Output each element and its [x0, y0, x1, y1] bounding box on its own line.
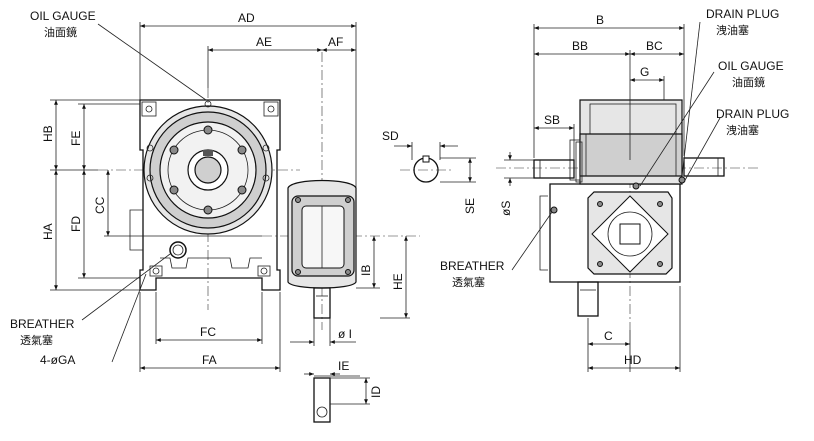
- dim-bc: BC: [646, 39, 663, 53]
- dim-fd: FD: [69, 216, 83, 232]
- dim-bb: BB: [572, 39, 588, 53]
- oil-gauge-right-label-cn: 油面鏡: [732, 75, 765, 89]
- dim-ib: IB: [359, 265, 373, 276]
- drain-plug-right-label: DRAIN PLUG: [716, 107, 789, 121]
- side-view: [496, 21, 760, 372]
- holes-label: 4-øGA: [40, 353, 75, 367]
- shaft-key-detail: SD SE: [382, 129, 477, 214]
- front-view: [50, 22, 420, 423]
- dim-af: AF: [328, 35, 343, 49]
- dim-ae: AE: [256, 35, 272, 49]
- drain-plug-right-label-cn: 洩油塞: [726, 123, 759, 137]
- drain-plug-top-label-cn: 洩油塞: [716, 23, 749, 37]
- dim-hb: HB: [41, 125, 55, 142]
- dim-ie: IE: [338, 359, 349, 373]
- drain-plug-top-label: DRAIN PLUG: [706, 7, 779, 21]
- dim-fc: FC: [200, 325, 216, 339]
- dim-c: C: [604, 329, 613, 343]
- breather-right-label: BREATHER: [440, 259, 505, 273]
- dim-sb: SB: [544, 113, 560, 127]
- oil-gauge-label-cn: 油面鏡: [44, 25, 77, 39]
- dim-phi-i: ø I: [338, 327, 352, 341]
- dim-se: SE: [463, 198, 477, 214]
- dim-cc: CC: [93, 196, 107, 214]
- breather-right-label-cn: 透氣塞: [452, 275, 485, 289]
- oil-gauge-right-label: OIL GAUGE: [718, 59, 784, 73]
- side-view-labels: DRAIN PLUG 洩油塞 OIL GAUGE 油面鏡 DRAIN PLUG …: [440, 7, 789, 367]
- dim-b: B: [596, 13, 604, 27]
- dim-ad: AD: [238, 11, 255, 25]
- dim-g: G: [640, 65, 649, 79]
- front-view-labels: OIL GAUGE 油面鏡 BREATHER 透氣塞 4-øGA AD AE A…: [10, 9, 405, 398]
- breather-label-cn: 透氣塞: [20, 333, 53, 347]
- dim-he: HE: [391, 273, 405, 290]
- dim-hd: HD: [624, 353, 642, 367]
- dim-ha: HA: [41, 223, 55, 240]
- dim-sd: SD: [382, 129, 399, 143]
- dim-fa: FA: [202, 353, 217, 367]
- dim-fe: FE: [69, 131, 83, 146]
- dim-phi-s: øS: [499, 201, 513, 216]
- dim-id: ID: [369, 386, 383, 398]
- breather-label: BREATHER: [10, 317, 75, 331]
- oil-gauge-label: OIL GAUGE: [30, 9, 96, 23]
